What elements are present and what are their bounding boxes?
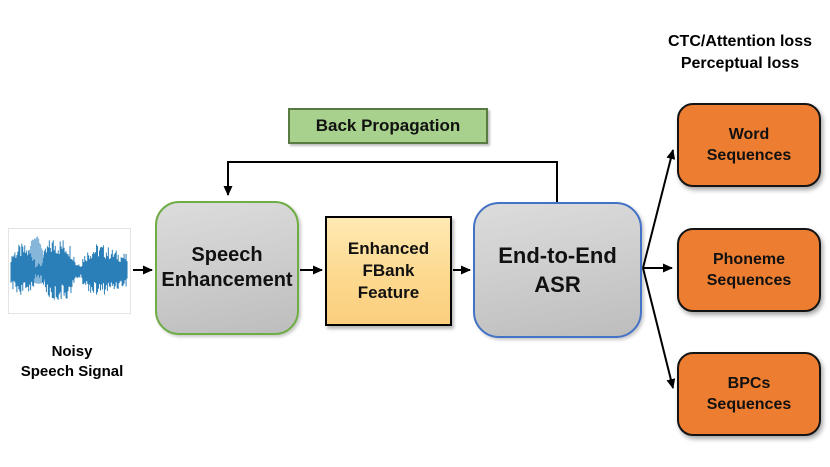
speech-enhancement-label-line2: Enhancement [161,269,293,291]
bpcs-sequences-node: BPCs Sequences [677,352,821,436]
phoneme-sequences-label-line2: Sequences [706,272,792,289]
fbank-label-line1: Enhanced [347,239,430,258]
phoneme-sequences-label-line1: Phoneme [712,251,785,268]
arrow-asr-to-word-sequences [642,149,676,269]
fbank-label-line2: FBank [362,261,415,280]
end-to-end-asr-node: End-to-End ASR [473,202,642,338]
asr-label-line2: ASR [534,272,581,297]
input-caption: Noisy Speech Signal [2,342,142,382]
phoneme-sequences-node: Phoneme Sequences [677,228,821,312]
loss-caption-line1: CTC/Attention loss [668,33,812,50]
noisy-speech-waveform-image [8,228,131,314]
asr-label-line1: End-to-End [498,243,617,268]
speech-enhancement-node: Speech Enhancement [155,201,299,335]
waveform-icon [10,236,128,300]
bpcs-sequences-label-line2: Sequences [706,396,792,413]
arrow-asr-to-bpcs-sequences [642,267,676,389]
loss-caption-line2: Perceptual loss [680,55,800,72]
word-sequences-label-line1: Word [728,126,770,143]
input-caption-line1: Noisy [51,343,93,360]
word-sequences-label-line2: Sequences [706,147,792,164]
enhanced-fbank-feature-node: Enhanced FBank Feature [325,216,452,326]
waveform-dark-trace [10,240,128,300]
loss-caption: CTC/Attention loss Perceptual loss [650,31,830,75]
back-propagation-label: Back Propagation [315,116,461,135]
word-sequences-node: Word Sequences [677,103,821,187]
fbank-label-line3: Feature [357,283,420,302]
speech-enhancement-label-line1: Speech [191,244,263,266]
arrow-backprop-asr-to-enhancement [223,161,558,202]
bpcs-sequences-label-line1: BPCs [727,375,771,392]
input-caption-line2: Speech Signal [20,363,124,380]
back-propagation-node: Back Propagation [288,108,488,144]
